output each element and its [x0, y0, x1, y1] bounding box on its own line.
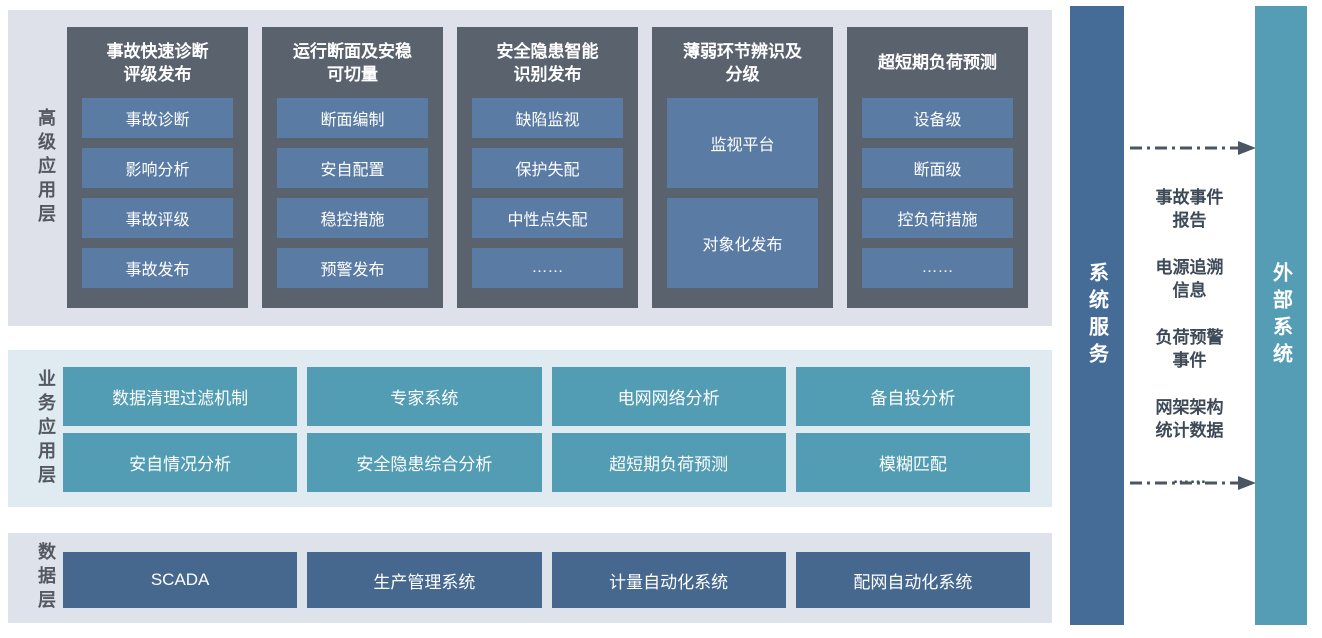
- card-item: 中性点失配: [472, 198, 623, 238]
- business-item: 超短期负荷预测: [551, 433, 786, 492]
- card-item: 缺陷监视: [472, 98, 623, 138]
- dashed-arrow-icon: [1130, 476, 1256, 490]
- card-item: 断面级: [862, 148, 1013, 188]
- external-system-label: 外部系统: [1269, 261, 1292, 370]
- card-title: 超短期负荷预测: [878, 53, 997, 72]
- business-layer-label: 业务应用层: [28, 350, 64, 507]
- business-item: 数据清理过滤机制: [63, 367, 298, 426]
- advanced-cards: 事故快速诊断 评级发布 事故诊断 影响分析 事故评级 事故发布 运行断面及安稳 …: [67, 27, 1028, 308]
- card-items: 缺陷监视 保护失配 中性点失配 ……: [472, 98, 623, 288]
- card-items: 断面编制 安自配置 稳控措施 预警发布: [277, 98, 428, 288]
- data-source-item: 计量自动化系统: [551, 552, 786, 608]
- card-title: 安全隐患智能 识别发布: [496, 41, 599, 84]
- exchange-item: 负荷预警 事件: [1155, 328, 1224, 370]
- card-item: 对象化发布: [667, 198, 818, 288]
- card-item: ……: [472, 248, 623, 288]
- card-item: 断面编制: [277, 98, 428, 138]
- card-item: ……: [862, 248, 1013, 288]
- business-item: 模糊匹配: [795, 433, 1030, 492]
- data-source-item: 生产管理系统: [307, 552, 542, 608]
- card-item: 事故诊断: [82, 98, 233, 138]
- business-item: 安自情况分析: [63, 433, 298, 492]
- card-item: 监视平台: [667, 98, 818, 188]
- exchange-item: 电源追溯 信息: [1155, 258, 1224, 300]
- business-item: 专家系统: [307, 367, 542, 426]
- card-weak-link: 薄弱环节辨识及 分级 监视平台 对象化发布: [652, 27, 833, 308]
- business-item: 安全隐患综合分析: [307, 433, 542, 492]
- business-layer-label-text: 业务应用层: [36, 368, 56, 489]
- data-grid: SCADA 生产管理系统 计量自动化系统 配网自动化系统: [63, 552, 1030, 608]
- dashed-arrow-icon: [1130, 141, 1256, 155]
- card-title: 事故快速诊断 评级发布: [106, 41, 209, 84]
- business-grid: 数据清理过滤机制 专家系统 电网网络分析 备自投分析 安自情况分析 安全隐患综合…: [63, 367, 1030, 492]
- card-title: 运行断面及安稳 可切量: [293, 41, 412, 84]
- system-service-label: 系统服务: [1085, 261, 1108, 370]
- data-layer-label: 数据层: [28, 533, 64, 623]
- section-data-layer: 数据层 SCADA 生产管理系统 计量自动化系统 配网自动化系统: [8, 533, 1052, 623]
- external-system-bar: 外部系统: [1255, 6, 1307, 625]
- card-load-forecast: 超短期负荷预测 设备级 断面级 控负荷措施 ……: [847, 27, 1028, 308]
- section-business-application-layer: 业务应用层 数据清理过滤机制 专家系统 电网网络分析 备自投分析 安自情况分析 …: [8, 350, 1052, 507]
- card-items: 设备级 断面级 控负荷措施 ……: [862, 98, 1013, 288]
- card-operation-section: 运行断面及安稳 可切量 断面编制 安自配置 稳控措施 预警发布: [262, 27, 443, 308]
- card-items: 监视平台 对象化发布: [667, 98, 818, 288]
- card-accident-diagnosis: 事故快速诊断 评级发布 事故诊断 影响分析 事故评级 事故发布: [67, 27, 248, 308]
- card-item: 事故发布: [82, 248, 233, 288]
- advanced-layer-label-text: 高级应用层: [36, 108, 56, 228]
- card-item: 预警发布: [277, 248, 428, 288]
- business-item: 电网网络分析: [551, 367, 786, 426]
- section-advanced-application-layer: 高级应用层 事故快速诊断 评级发布 事故诊断 影响分析 事故评级 事故发布 运行…: [8, 10, 1052, 326]
- business-item: 备自投分析: [795, 367, 1030, 426]
- card-item: 影响分析: [82, 148, 233, 188]
- data-source-item: 配网自动化系统: [795, 552, 1030, 608]
- card-item: 事故评级: [82, 198, 233, 238]
- card-item: 控负荷措施: [862, 198, 1013, 238]
- card-hidden-danger: 安全隐患智能 识别发布 缺陷监视 保护失配 中性点失配 ……: [457, 27, 638, 308]
- card-item: 设备级: [862, 98, 1013, 138]
- card-items: 事故诊断 影响分析 事故评级 事故发布: [82, 98, 233, 288]
- exchange-item: 网架架构 统计数据: [1155, 398, 1224, 440]
- exchange-item: 事故事件 报告: [1155, 188, 1224, 230]
- data-source-item: SCADA: [63, 552, 298, 608]
- card-item: 安自配置: [277, 148, 428, 188]
- system-service-bar: 系统服务: [1070, 6, 1124, 625]
- card-item: 保护失配: [472, 148, 623, 188]
- card-item: 稳控措施: [277, 198, 428, 238]
- exchange-data-list: 事故事件 报告 电源追溯 信息 负荷预警 事件 网架架构 统计数据 ……: [1124, 186, 1255, 489]
- data-layer-label-text: 数据层: [36, 542, 56, 614]
- business-row: 安自情况分析 安全隐患综合分析 超短期负荷预测 模糊匹配: [63, 433, 1030, 492]
- business-row: 数据清理过滤机制 专家系统 电网网络分析 备自投分析: [63, 367, 1030, 426]
- card-title: 薄弱环节辨识及 分级: [683, 41, 802, 84]
- advanced-layer-label: 高级应用层: [28, 10, 64, 326]
